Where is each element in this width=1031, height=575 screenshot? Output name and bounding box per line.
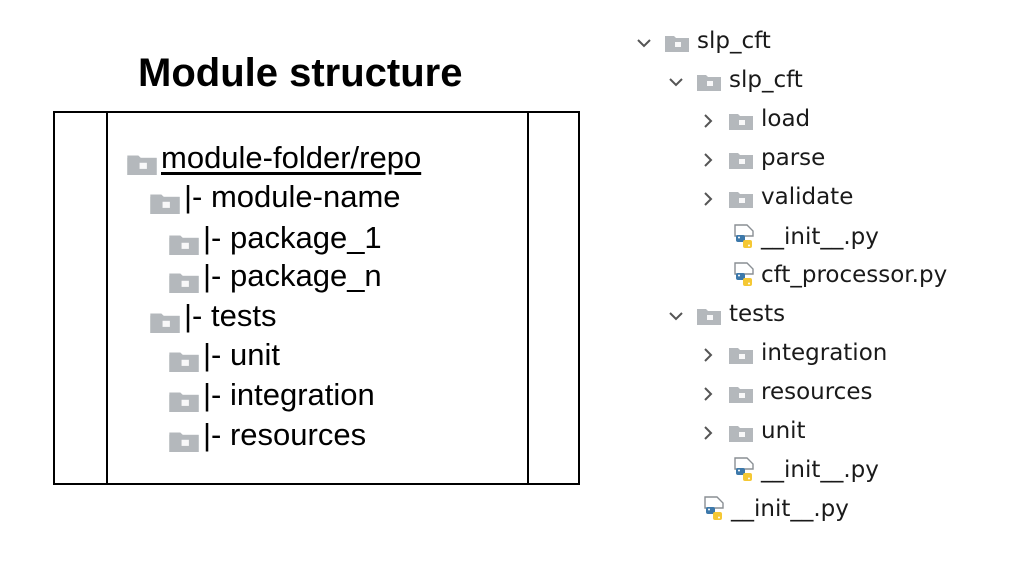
tree-file-row[interactable]: __init__.py <box>703 492 849 526</box>
box-row: |- module-name <box>148 179 401 215</box>
chevron-down-icon[interactable] <box>635 32 653 50</box>
tree-folder-row[interactable]: tests <box>667 297 785 331</box>
box-row-label: |- resources <box>203 417 367 452</box>
chevron-down-icon[interactable] <box>667 71 685 89</box>
tree-item-label: __init__.py <box>761 457 879 483</box>
diagram-title: Module structure <box>138 51 463 95</box>
tree-item-label: slp_cft <box>729 67 803 93</box>
tree-item-label: tests <box>729 301 786 327</box>
tree-folder-row[interactable]: load <box>699 102 810 136</box>
box-row: |- integration <box>167 377 375 413</box>
box-left-divider <box>106 113 108 483</box>
folder-icon <box>729 344 753 364</box>
box-right-divider <box>527 113 529 483</box>
box-row: |- unit <box>167 337 280 373</box>
python-file-icon <box>733 224 757 250</box>
box-row: |- package_1 <box>167 220 382 256</box>
tree-folder-row[interactable]: resources <box>699 375 872 409</box>
box-row-label: |- module-name <box>184 179 401 214</box>
chevron-right-icon[interactable] <box>699 383 717 401</box>
folder-icon <box>697 71 721 91</box>
folder-icon <box>148 186 182 214</box>
box-row: module-folder/repo <box>125 140 421 176</box>
folder-icon <box>167 265 201 293</box>
folder-icon <box>167 384 201 412</box>
tree-item-label: __init__.py <box>731 496 849 522</box>
box-row: |- package_n <box>167 258 382 294</box>
chevron-right-icon[interactable] <box>699 110 717 128</box>
chevron-right-icon[interactable] <box>699 344 717 362</box>
tree-item-label: __init__.py <box>761 224 879 250</box>
structure-box <box>53 111 580 485</box>
python-file-icon <box>733 457 757 483</box>
tree-item-label: cft_processor.py <box>761 262 948 288</box>
box-row-label: |- package_n <box>203 258 382 293</box>
box-row: |- resources <box>167 417 366 453</box>
tree-file-row[interactable]: __init__.py <box>733 220 879 254</box>
tree-folder-row[interactable]: parse <box>699 141 825 175</box>
chevron-right-icon[interactable] <box>699 188 717 206</box>
tree-folder-row[interactable]: validate <box>699 180 853 214</box>
tree-folder-row[interactable]: integration <box>699 336 887 370</box>
folder-icon <box>729 383 753 403</box>
chevron-right-icon[interactable] <box>699 422 717 440</box>
folder-icon <box>729 188 753 208</box>
python-file-icon <box>703 496 727 522</box>
tree-item-label: load <box>761 106 811 132</box>
tree-item-label: parse <box>761 145 826 171</box>
folder-icon <box>729 149 753 169</box>
folder-icon <box>729 110 753 130</box>
tree-folder-row[interactable]: slp_cft <box>635 24 771 58</box>
tree-file-row[interactable]: __init__.py <box>733 453 879 487</box>
tree-item-label: slp_cft <box>697 28 771 54</box>
chevron-down-icon[interactable] <box>667 305 685 323</box>
box-row-label: |- tests <box>184 298 277 333</box>
tree-folder-row[interactable]: unit <box>699 414 806 448</box>
box-row-label: |- integration <box>203 377 375 412</box>
tree-item-label: validate <box>761 184 854 210</box>
folder-icon <box>729 422 753 442</box>
folder-icon <box>148 305 182 333</box>
tree-item-label: integration <box>761 340 888 366</box>
folder-icon <box>665 32 689 52</box>
folder-icon <box>167 344 201 372</box>
folder-icon <box>125 147 159 175</box>
python-file-icon <box>733 262 757 288</box>
folder-icon <box>697 305 721 325</box>
tree-file-row[interactable]: cft_processor.py <box>733 258 947 292</box>
tree-item-label: resources <box>761 379 873 405</box>
chevron-right-icon[interactable] <box>699 149 717 167</box>
folder-icon <box>167 424 201 452</box>
tree-item-label: unit <box>761 418 806 444</box>
tree-folder-row[interactable]: slp_cft <box>667 63 803 97</box>
folder-icon <box>167 227 201 255</box>
box-row-label: module-folder/repo <box>161 140 422 175</box>
box-row-label: |- unit <box>203 337 280 372</box>
box-row: |- tests <box>148 298 276 334</box>
box-row-label: |- package_1 <box>203 220 382 255</box>
